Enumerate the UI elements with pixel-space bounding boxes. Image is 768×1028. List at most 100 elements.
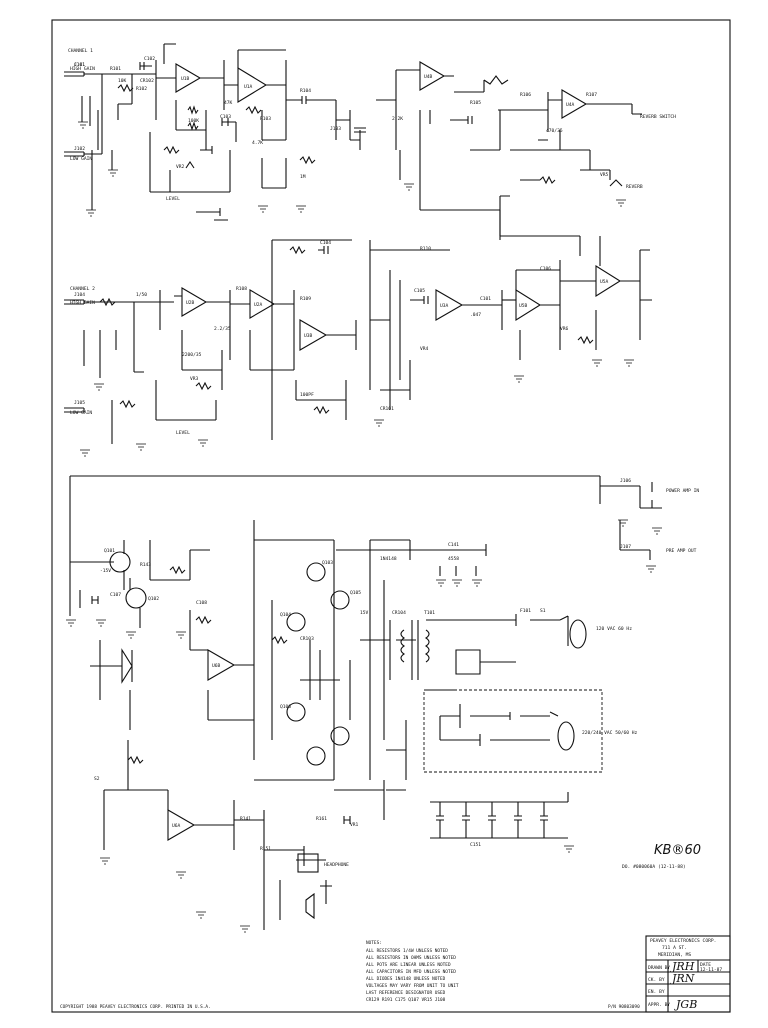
preamp-out-label: PRE AMP OUT — [666, 548, 697, 554]
date-value: 12-11-87 — [700, 967, 722, 973]
component-reference: C105 — [414, 288, 425, 294]
headphone-jack — [297, 853, 319, 873]
doc-number: DO. #080060A (12-11-88) — [622, 864, 686, 870]
component-value: 2.2/35 — [214, 326, 231, 332]
bus-wire — [69, 475, 601, 616]
high-gain-1-label: HIGH GAIN — [70, 66, 95, 72]
transistor-q103 — [306, 562, 326, 582]
component-reference: R106 — [520, 92, 531, 98]
op-amp-u2b-label: U2B — [186, 300, 195, 306]
power-plug-120 — [569, 619, 587, 649]
reverb-label: REVERB — [626, 184, 643, 190]
component-reference: VR4 — [420, 346, 429, 352]
op-amp-u6b — [207, 649, 236, 681]
model-logo: KB®60 — [654, 843, 701, 858]
component-reference: VR3 — [190, 376, 199, 382]
component-reference: R109 — [300, 296, 311, 302]
component-value: 10K — [118, 78, 127, 84]
component-reference: S2 — [94, 776, 100, 782]
component-reference: C102 — [144, 56, 155, 62]
copyright-text: COPYRIGHT 1988 PEAVEY ELECTRONICS CORP. … — [60, 1004, 211, 1010]
component-reference: R141 — [240, 816, 251, 822]
component-value: 47K — [224, 100, 233, 106]
component-reference: T101 — [424, 610, 435, 616]
component-reference: J102 — [74, 146, 85, 152]
component-reference: R105 — [470, 100, 481, 106]
component-reference: R151 — [260, 846, 271, 852]
transistor-label: Q103 — [322, 560, 333, 566]
channel-2-section: CHANNEL 2 HIGH GAIN LOW GAIN U2B LEVEL U… — [64, 195, 652, 457]
component-value: 100K — [188, 118, 199, 124]
component-reference: J101 — [74, 62, 85, 68]
ac-220-label: 220/240 VAC 50/60 Hz — [582, 730, 638, 736]
transistor-label: Q105 — [350, 590, 361, 596]
op-amp-u3b — [299, 319, 328, 351]
component-reference: C107 — [110, 592, 121, 598]
drawn-by-value: JRH — [670, 960, 695, 973]
transistor-q108 — [330, 726, 350, 746]
capacitor-bank — [430, 792, 574, 853]
component-reference: J105 — [74, 400, 85, 406]
date-label: DATE — [700, 962, 711, 968]
component-reference: CR102 — [140, 78, 154, 84]
op-amp-u4a-label: U4A — [566, 102, 575, 108]
op-amp-u5b-label: U5B — [519, 303, 528, 309]
op-amp-u3a — [435, 289, 464, 321]
low-gain-2-label: LOW GAIN — [70, 410, 92, 416]
component-reference: R143 — [140, 562, 151, 568]
component-reference: CR101 — [380, 406, 394, 412]
component-reference: J107 — [620, 544, 631, 550]
power-amp-section: U6B — [66, 520, 487, 781]
component-value: 4.7K — [252, 140, 263, 146]
component-reference: J104 — [74, 292, 85, 298]
component-reference: J106 — [620, 478, 631, 484]
component-reference: CR104 — [392, 610, 406, 616]
headphone-section: U6A HEADPHONE — [100, 740, 385, 933]
component-reference: R104 — [300, 88, 311, 94]
note-line-8: CR129 R191 C175 Q107 VR15 J108 — [366, 997, 446, 1003]
component-value: 100PF — [300, 392, 314, 398]
level-2-label: LEVEL — [176, 430, 190, 436]
component-value: 1N4148 — [380, 556, 397, 562]
channel-1-label: CHANNEL 1 — [68, 48, 93, 54]
export-power-option-box — [423, 689, 603, 773]
op-amp-u6b-label: U6B — [212, 663, 221, 669]
transistor-q104 — [286, 612, 306, 632]
component-reference: C161 — [74, 62, 85, 68]
transformer-t101 — [425, 629, 430, 663]
channel-1-section: CHANNEL 1 HIGH GAIN LOW GAIN U1B LEVEL U… — [64, 43, 366, 221]
component-value: 4558 — [448, 556, 459, 562]
title-block: PEAVEY ELECTRONICS CORP. 711 A ST. MERID… — [645, 935, 731, 1013]
ck-by-value: JRN — [670, 972, 695, 985]
component-reference: C101 — [480, 296, 491, 302]
component-reference: R108 — [236, 286, 247, 292]
component-reference: C141 — [448, 542, 459, 548]
transistor-label: Q102 — [148, 596, 159, 602]
reverb-section: U4B U4A REVERB SWITCH REVERB — [376, 61, 676, 240]
component-values: 10K47K100K1M2.2K4.7K1/502.2/35100PF.0474… — [100, 78, 563, 616]
notes-block: NOTES: ALL RESISTORS 1/4W UNLESS NOTED A… — [366, 940, 459, 1003]
component-reference: J103 — [330, 126, 341, 132]
op-amp-u4a — [561, 89, 588, 119]
component-reference: VR5 — [600, 172, 609, 178]
transistor-label: Q101 — [104, 548, 115, 554]
transistor-q105 — [330, 590, 350, 610]
component-value: 1M — [300, 174, 306, 180]
op-amp-u5b — [515, 289, 542, 321]
component-reference: VR1 — [350, 822, 359, 828]
op-amp-u2a-label: U2A — [254, 302, 263, 308]
note-line-7: LAST REFERENCE DESIGNATOR USED — [366, 990, 446, 996]
component-reference: C103 — [220, 114, 231, 120]
component-value: -15V — [100, 568, 111, 574]
component-reference: CR103 — [300, 636, 314, 642]
transistor-q107 — [306, 746, 326, 766]
component-reference: R110 — [420, 246, 431, 252]
ck-by-label: CK. BY — [648, 977, 665, 983]
transistor-q106 — [286, 702, 306, 722]
op-amp-u3a-label: U3A — [440, 303, 449, 309]
op-amp-u5a-label: U5A — [600, 279, 609, 285]
part-number: P/N 90803090 — [608, 1004, 640, 1010]
